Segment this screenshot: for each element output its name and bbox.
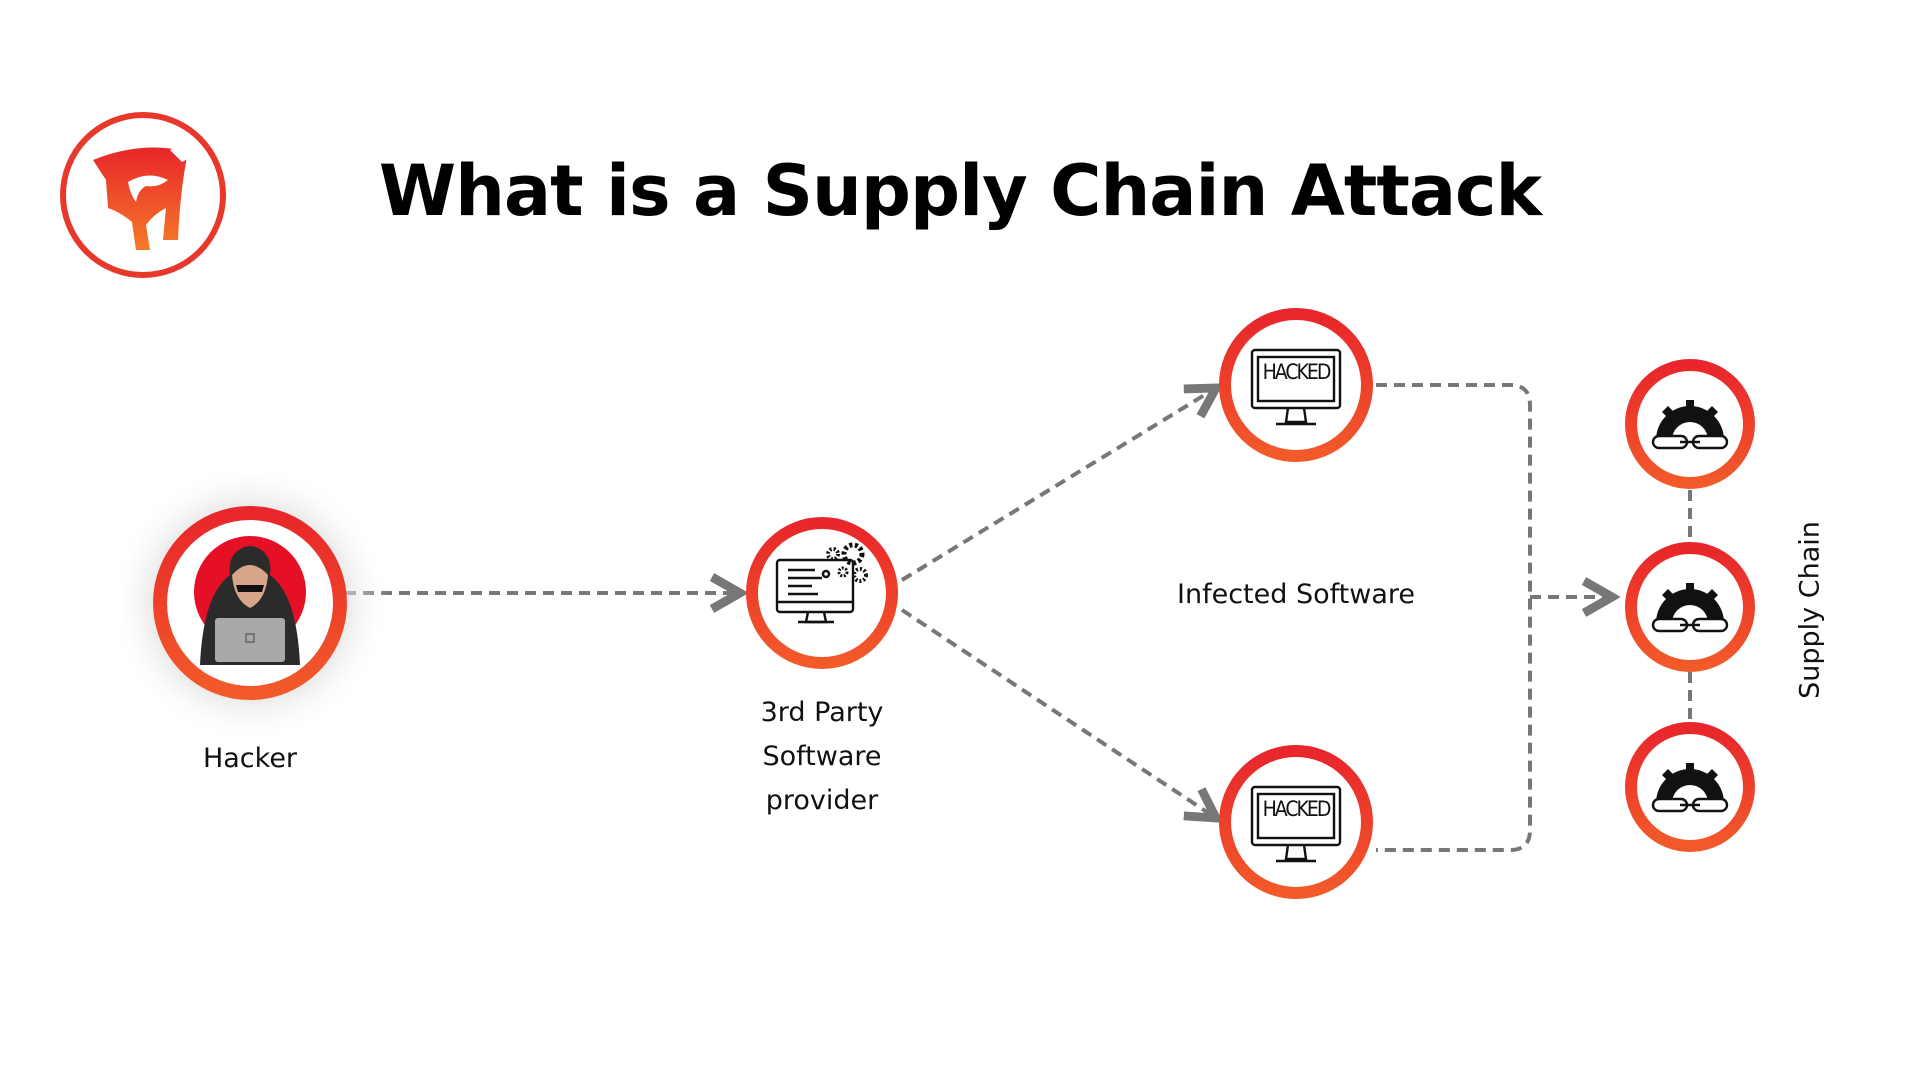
hooded-hacker-icon <box>194 536 306 665</box>
eagle-shield-logo-icon <box>60 112 226 278</box>
hacked-screen-text-bottom: HACKED <box>1262 797 1332 821</box>
infected-node-bottom <box>1219 745 1373 899</box>
brand-logo <box>58 110 228 280</box>
hacked-screen-text-top: HACKED <box>1262 360 1332 384</box>
arrow-provider-to-infected-bottom <box>900 608 1216 818</box>
gear-chain-link-icon <box>1651 763 1729 813</box>
hacked-monitor-icon <box>1250 785 1342 863</box>
hacker-node <box>110 463 390 743</box>
infected-node-top <box>1219 308 1373 462</box>
arrow-provider-to-infected-top <box>900 388 1216 582</box>
gear-chain-link-icon <box>1651 583 1729 633</box>
provider-label-line-3: provider <box>765 785 879 816</box>
gear-chain-link-icon <box>1651 400 1729 450</box>
connector-lines <box>345 383 1692 852</box>
infected-software-label: Infected Software <box>1177 579 1415 610</box>
provider-label-line-2: Software <box>762 741 882 772</box>
hacked-monitor-icon <box>1250 348 1342 426</box>
provider-label: 3rd Party Software provider <box>702 691 942 823</box>
provider-label-line-1: 3rd Party <box>760 697 884 728</box>
hacker-label: Hacker <box>202 743 298 774</box>
computer-with-gears-icon <box>775 542 868 624</box>
page-title: What is a Supply Chain Attack <box>378 150 1542 232</box>
bracket-connector <box>1376 383 1532 852</box>
chain-node-1 <box>1625 359 1755 489</box>
chain-node-3 <box>1625 722 1755 852</box>
chain-node-2 <box>1625 542 1755 672</box>
provider-node <box>746 517 898 669</box>
supply-chain-label: Supply Chain <box>1794 521 1826 699</box>
